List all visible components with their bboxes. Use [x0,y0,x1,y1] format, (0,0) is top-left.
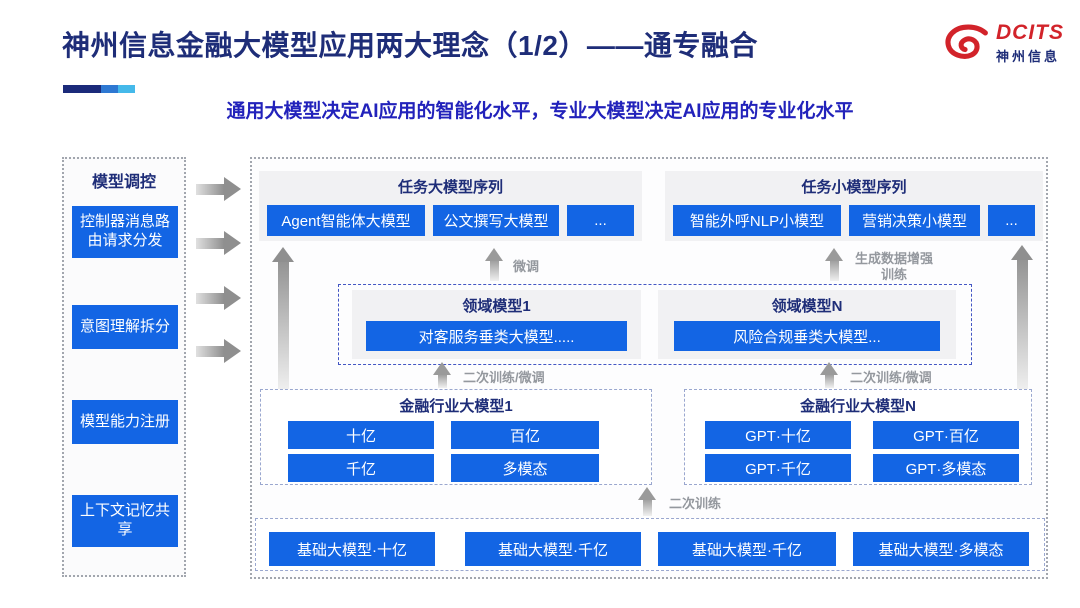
flow-arrow-up-icon [433,362,451,388]
gpt-billion-model-chip: GPT·十亿 [705,421,851,449]
logo-brand-cn: 神州信息 [996,49,1061,64]
group-title: 任务小模型序列 [801,179,907,196]
flow-arrow-up-icon [1011,245,1033,390]
base-model-multimodal-chip: 基础大模型·多模态 [853,532,1029,566]
retrain-finetune-label: 二次训练/微调 [850,370,932,385]
group-title: 金融行业大模型N [800,398,916,415]
page-title: 神州信息金融大模型应用两大理念（1/2）——通专融合 [62,30,758,61]
company-logo: DCITS 神州信息 [942,22,1064,65]
logo-brand-en: DCITS [996,21,1064,44]
ten-billion-model-chip: 百亿 [451,421,599,449]
slide-subtitle: 通用大模型决定AI应用的智能化水平，专业大模型决定AI应用的专业化水平 [226,101,854,122]
flow-arrow-up-icon [825,248,843,281]
flow-arrow-up-icon [485,248,503,281]
accent-bar-navy [63,85,101,93]
ellipsis-chip: ... [988,205,1035,236]
flow-arrow-right-icon [196,177,241,201]
base-models-box: 基础大模型·十亿 基础大模型·千亿 基础大模型·千亿 基础大模型·多模态 [255,518,1045,571]
finetune-label: 微调 [513,259,540,274]
hundred-billion-model-chip: 千亿 [288,454,434,482]
model-architecture-panel: 任务大模型序列 Agent智能体大模型 公文撰写大模型 ... 任务小模型序列 … [250,157,1048,579]
ellipsis-chip: ... [567,205,634,236]
group-title: 领域模型N [771,298,843,315]
gpt-ten-billion-model-chip: GPT·百亿 [873,421,1019,449]
outbound-nlp-small-model-chip: 智能外呼NLP小模型 [673,205,841,236]
model-control-title: 模型调控 [91,174,156,191]
flow-arrow-right-icon [196,339,241,363]
accent-bar-blue [101,85,118,93]
marketing-small-model-chip: 营销决策小模型 [849,205,980,236]
logo-text: DCITS 神州信息 [996,22,1064,65]
domain-model-1-group: 领域模型1 对客服务垂类大模型..... [352,290,641,359]
flow-arrow-up-icon [638,487,656,516]
flow-arrow-right-icon [196,231,241,255]
control-item-router: 控制器消息路由请求分发 [72,206,178,258]
control-item-context: 上下文记忆共享 [72,495,178,547]
group-title: 金融行业大模型1 [399,398,513,415]
industry-model-n-box: 金融行业大模型N GPT·十亿 GPT·百亿 GPT·千亿 GPT·多模态 [684,389,1032,485]
flow-arrow-up-icon [820,362,838,388]
model-control-panel: 模型调控 控制器消息路由请求分发 意图理解拆分 模型能力注册 上下文记忆共享 [62,157,186,577]
base-model-hundred-billion-chip: 基础大模型·千亿 [658,532,836,566]
data-augment-training-label: 生成数据增强训练 [854,251,933,282]
dcits-swoosh-icon [945,24,988,59]
task-large-model-group: 任务大模型序列 Agent智能体大模型 公文撰写大模型 ... [259,171,642,241]
base-model-billion-chip: 基础大模型·十亿 [269,532,435,566]
gpt-multimodal-model-chip: GPT·多模态 [873,454,1019,482]
task-small-model-group: 任务小模型序列 智能外呼NLP小模型 营销决策小模型 ... [665,171,1043,241]
retrain-label: 二次训练 [669,496,722,511]
industry-model-1-box: 金融行业大模型1 十亿 百亿 千亿 多模态 [260,389,652,485]
flow-arrow-up-icon [272,247,294,390]
customer-service-vertical-model-chip: 对客服务垂类大模型..... [366,321,627,351]
risk-compliance-vertical-model-chip: 风险合规垂类大模型... [674,321,940,351]
title-accent-bars [63,85,135,93]
base-model-hundred-billion-chip: 基础大模型·千亿 [465,532,641,566]
multimodal-model-chip: 多模态 [451,454,599,482]
retrain-finetune-label: 二次训练/微调 [463,370,545,385]
control-item-register: 模型能力注册 [72,400,178,444]
flow-arrow-right-icon [196,286,241,310]
gpt-hundred-billion-model-chip: GPT·千亿 [705,454,851,482]
group-title: 任务大模型序列 [397,179,503,196]
billion-model-chip: 十亿 [288,421,434,449]
agent-large-model-chip: Agent智能体大模型 [267,205,425,236]
group-title: 领域模型1 [462,298,531,315]
doc-writing-large-model-chip: 公文撰写大模型 [433,205,559,236]
accent-bar-cyan [118,85,135,93]
domain-model-n-group: 领域模型N 风险合规垂类大模型... [658,290,956,359]
domain-models-box [338,284,972,365]
control-item-intent: 意图理解拆分 [72,305,178,349]
